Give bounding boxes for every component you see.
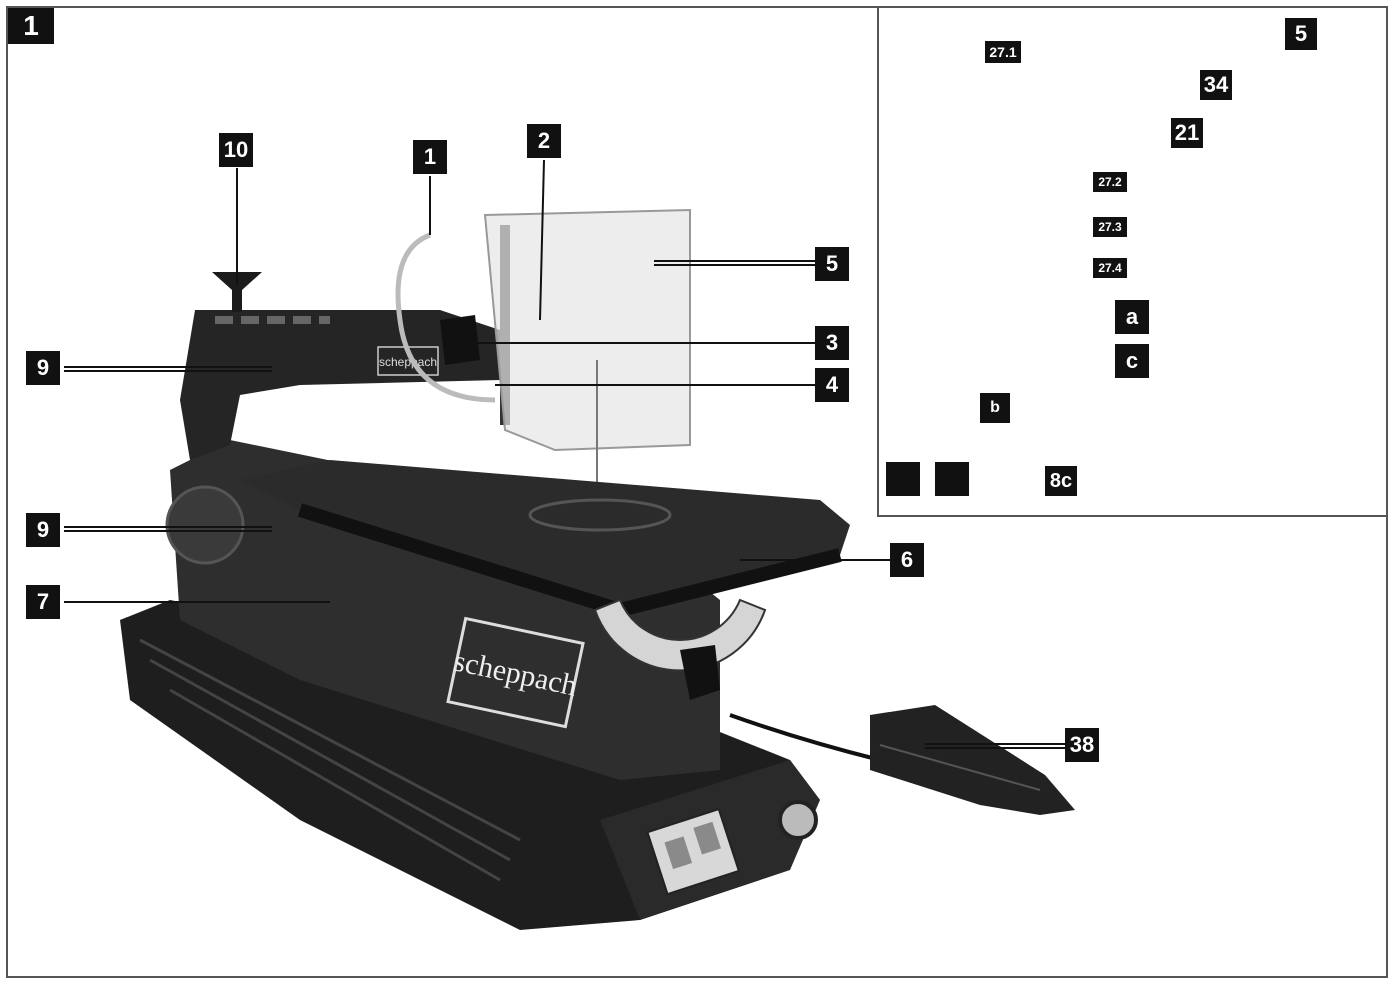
callout-9-upper: 9 (26, 351, 60, 385)
bevel-scale (593, 598, 767, 672)
tension-knob (212, 272, 262, 312)
callout-3: 3 (815, 326, 849, 360)
air-hose (395, 232, 496, 403)
speed-knob (778, 800, 818, 840)
callout-27-3: 27.3 (1093, 217, 1127, 237)
callout-6: 6 (890, 543, 924, 577)
leader-lines (64, 159, 1065, 749)
callout-27-1: 27.1 (985, 41, 1021, 63)
figure-number: 1 (8, 8, 54, 44)
callout-7: 7 (26, 585, 60, 619)
blade-guard (483, 208, 691, 452)
callout-21: 21 (1171, 118, 1203, 148)
callout-b: b (980, 393, 1010, 423)
callout-blank-2 (935, 462, 969, 496)
callout-2: 2 (527, 124, 561, 158)
pedal-cable (729, 713, 881, 762)
callout-a: a (1115, 300, 1149, 334)
foot-pedal (870, 705, 1075, 815)
brand-plate (446, 616, 585, 729)
bevel-lock-knob (680, 645, 720, 700)
callout-10: 10 (219, 133, 253, 167)
callout-34: 34 (1200, 70, 1232, 100)
power-switch (646, 807, 741, 896)
callout-inset-5: 5 (1285, 18, 1317, 50)
callout-5: 5 (815, 247, 849, 281)
callout-c: c (1115, 344, 1149, 378)
blade-clamp-knob (440, 315, 480, 365)
accessory-inset (877, 6, 1388, 517)
callout-9-lower: 9 (26, 513, 60, 547)
callout-1: 1 (413, 140, 447, 174)
base-ribs (139, 638, 521, 882)
callout-blank-1 (886, 462, 920, 496)
callout-27-4: 27.4 (1093, 258, 1127, 278)
side-cover (165, 485, 245, 565)
saw-table (240, 460, 850, 610)
callout-27-2: 27.2 (1093, 172, 1127, 192)
table-insert (528, 498, 672, 532)
callout-8c: 8c (1045, 466, 1077, 496)
callout-4: 4 (815, 368, 849, 402)
arm-logo: scheppach (379, 355, 437, 369)
callout-38: 38 (1065, 728, 1099, 762)
